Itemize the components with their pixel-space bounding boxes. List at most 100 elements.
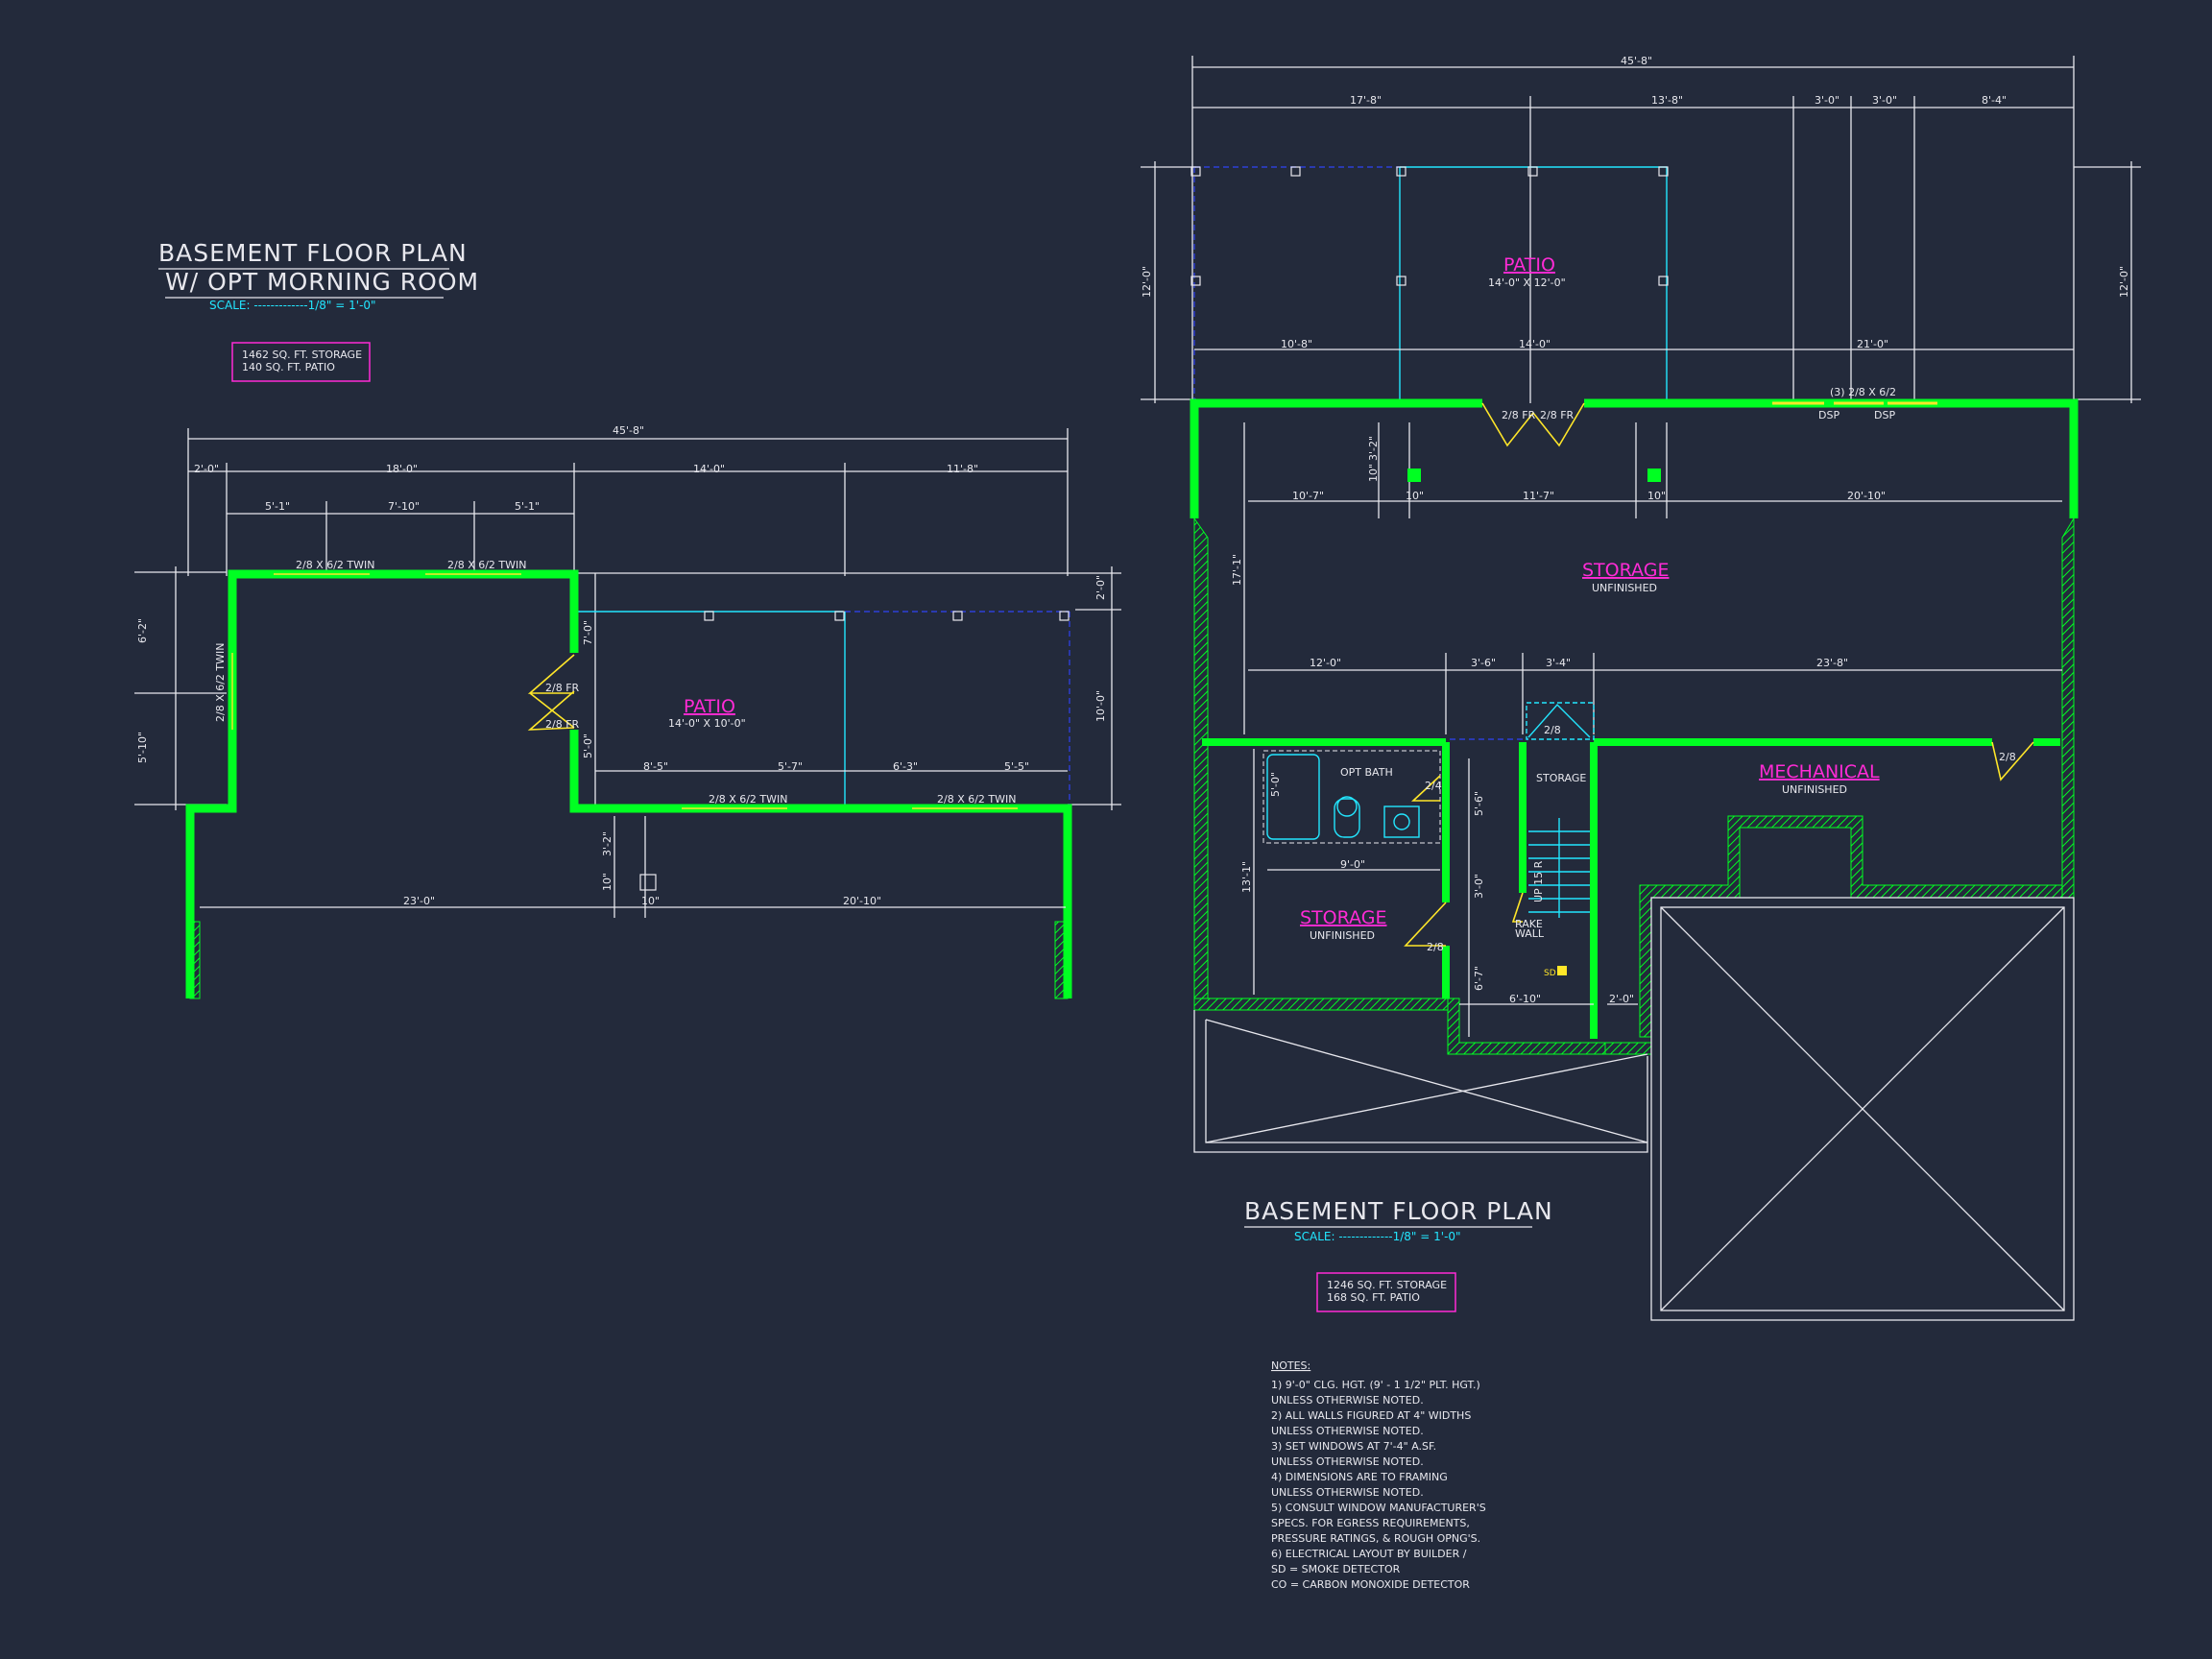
- right-area-patio: 168 SQ. FT. PATIO: [1327, 1291, 1420, 1304]
- right-dim-patio-c: 21'-0": [1857, 338, 1888, 350]
- right-dim-top-c: 3'-0": [1815, 94, 1839, 107]
- right-dim-stair-v3: 6'-7": [1473, 966, 1485, 991]
- left-patio-label: PATIO: [684, 696, 735, 717]
- right-storage-sub: UNFINISHED: [1592, 582, 1657, 594]
- left-win-top-right: 2/8 X 6/2 TWIN: [447, 559, 527, 571]
- left-scale: SCALE: -------------1/8" = 1'-0": [209, 299, 376, 312]
- left-dim-sub-a: 5'-1": [265, 500, 290, 513]
- right-dim-top-d: 3'-0": [1872, 94, 1897, 107]
- right-dim-stair-w: 6'-10": [1509, 993, 1541, 1005]
- right-storage2-label: STORAGE: [1300, 907, 1386, 928]
- note-line: PRESSURE RATINGS, & ROUGH OPNG'S.: [1271, 1532, 1480, 1545]
- right-dim-top-a: 17'-8": [1350, 94, 1382, 107]
- right-floor-plan: 45'-8" 17'-8" 13'-8" 3'-0" 3'-0" 8'-4" 1…: [1141, 55, 2141, 1321]
- right-door-fr-left: 2/8 FR: [1502, 409, 1536, 421]
- right-dim-col-h1: 10": [1367, 464, 1380, 482]
- right-dim-mid-b: 3'-6": [1471, 657, 1496, 669]
- right-dim-mid-d: 23'-8": [1816, 657, 1848, 669]
- right-mechanical-sub: UNFINISHED: [1782, 783, 1847, 796]
- right-dim-row-c: 20'-10": [1847, 490, 1886, 502]
- right-small-storage: STORAGE: [1536, 772, 1586, 784]
- right-title: BASEMENT FLOOR PLAN: [1244, 1197, 1553, 1225]
- note-line: 5) CONSULT WINDOW MANUFACTURER'S: [1271, 1502, 1486, 1514]
- note-line: UNLESS OTHERWISE NOTED.: [1271, 1394, 1424, 1407]
- right-door-fr-right: 2/8 FR: [1540, 409, 1575, 421]
- right-dim-mech-b: 2'-0": [1609, 993, 1634, 1005]
- left-door-upper: 2/8 FR: [545, 682, 580, 694]
- left-dim-patio-d: 5'-5": [1004, 760, 1029, 773]
- right-dim-mid-c: 3'-4": [1546, 657, 1571, 669]
- right-egress-b: DSP: [1874, 409, 1895, 421]
- right-dim-col-h2: 10": [1406, 490, 1424, 502]
- left-area-storage: 1462 SQ. FT. STORAGE: [242, 349, 362, 361]
- right-dim-patio-b: 14'-0": [1519, 338, 1551, 350]
- right-patio-label: PATIO: [1503, 254, 1555, 276]
- right-exterior-walls: [1190, 398, 2079, 518]
- right-dim-top-b: 13'-8": [1651, 94, 1683, 107]
- right-stair-up: UP 15 R: [1532, 860, 1545, 902]
- right-dim-bath-v: 5'-0": [1269, 772, 1282, 797]
- left-door-lower: 2/8 FR: [545, 718, 580, 731]
- left-patio-size: 14'-0" X 10'-0": [668, 717, 746, 730]
- left-title-line2: W/ OPT MORNING ROOM: [165, 268, 479, 296]
- left-area-patio: 140 SQ. FT. PATIO: [242, 361, 335, 373]
- note-line: 2) ALL WALLS FIGURED AT 4" WIDTHS: [1271, 1409, 1471, 1422]
- left-win-top-left: 2/8 X 6/2 TWIN: [296, 559, 375, 571]
- left-floor-plan: BASEMENT FLOOR PLAN W/ OPT MORNING ROOM …: [134, 239, 1121, 999]
- right-dim-top-e: 8'-4": [1982, 94, 2007, 107]
- left-win-bottom-left: 2/8 X 6/2 TWIN: [709, 793, 788, 805]
- right-dim-overall: 45'-8": [1621, 55, 1652, 67]
- left-win-left: 2/8 X 6/2 TWIN: [214, 643, 227, 723]
- right-area-storage: 1246 SQ. FT. STORAGE: [1327, 1279, 1447, 1291]
- right-door-stair: 2/8: [1544, 724, 1561, 736]
- right-storage2-sub: UNFINISHED: [1310, 929, 1375, 942]
- left-area-box: [231, 342, 371, 382]
- right-opt-bath: OPT BATH: [1340, 766, 1393, 779]
- left-dim-col-h: 10": [601, 873, 613, 891]
- left-dim-sub-c: 5'-1": [515, 500, 540, 513]
- left-dim-top-b: 18'-0": [386, 463, 418, 475]
- left-dim-patio-b: 5'-7": [778, 760, 803, 773]
- right-dim-col-v: 3'-2": [1367, 436, 1380, 461]
- note-line: 4) DIMENSIONS ARE TO FRAMING: [1271, 1471, 1448, 1483]
- left-title-line1: BASEMENT FLOOR PLAN: [158, 239, 468, 267]
- left-dim-col-v: 3'-2": [601, 831, 613, 856]
- note-line: SD = SMOKE DETECTOR: [1271, 1563, 1401, 1575]
- right-egress-a: DSP: [1818, 409, 1839, 421]
- note-line: UNLESS OTHERWISE NOTED.: [1271, 1425, 1424, 1437]
- right-scale: SCALE: -------------1/8" = 1'-0": [1294, 1230, 1461, 1243]
- right-patio-size: 14'-0" X 12'-0": [1488, 276, 1566, 289]
- left-dim-right-mid: 10'-0": [1094, 690, 1107, 722]
- right-window-label: (3) 2/8 X 6/2: [1830, 386, 1896, 398]
- note-line: 3) SET WINDOWS AT 7'-4" A.SF.: [1271, 1440, 1436, 1453]
- right-dim-row-b: 11'-7": [1523, 490, 1554, 502]
- right-dim-mid-a: 12'-0": [1310, 657, 1341, 669]
- right-dim-stair-v1: 5'-6": [1473, 791, 1485, 816]
- left-dim-left-upper: 6'-2": [136, 618, 149, 643]
- right-dim-patio-right: 12'-0": [2118, 266, 2130, 298]
- left-dim-overall: 45'-8": [613, 424, 644, 437]
- note-line: 6) ELECTRICAL LAYOUT BY BUILDER /: [1271, 1548, 1467, 1560]
- left-dim-bottom-left: 23'-0": [403, 895, 435, 907]
- left-dim-top-d: 11'-8": [947, 463, 978, 475]
- notes-title: NOTES:: [1271, 1359, 1310, 1372]
- left-dim-patio-a: 8'-5": [643, 760, 668, 773]
- left-dim-bay-upper: 7'-0": [582, 620, 594, 645]
- left-dim-top-c: 14'-0": [693, 463, 725, 475]
- left-dim-left-lower: 5'-10": [136, 732, 149, 763]
- right-area-box: [1316, 1272, 1456, 1312]
- right-dim-patio-a: 10'-8": [1281, 338, 1312, 350]
- right-sd: SD: [1544, 969, 1556, 978]
- right-rake-1: RAKE: [1515, 918, 1543, 930]
- right-mechanical-label: MECHANICAL: [1759, 761, 1880, 782]
- left-dim-sub-b: 7'-10": [388, 500, 420, 513]
- left-dim-bay-lower: 5'-0": [582, 733, 594, 758]
- note-line: UNLESS OTHERWISE NOTED.: [1271, 1455, 1424, 1468]
- right-door-mech: 2/8: [1999, 751, 2016, 763]
- right-door-storage: 2/8: [1427, 941, 1444, 953]
- note-line: CO = CARBON MONOXIDE DETECTOR: [1271, 1578, 1470, 1591]
- note-line: UNLESS OTHERWISE NOTED.: [1271, 1486, 1424, 1499]
- left-dim-right-top: 2'-0": [1094, 575, 1107, 600]
- right-rake-2: WALL: [1515, 927, 1545, 940]
